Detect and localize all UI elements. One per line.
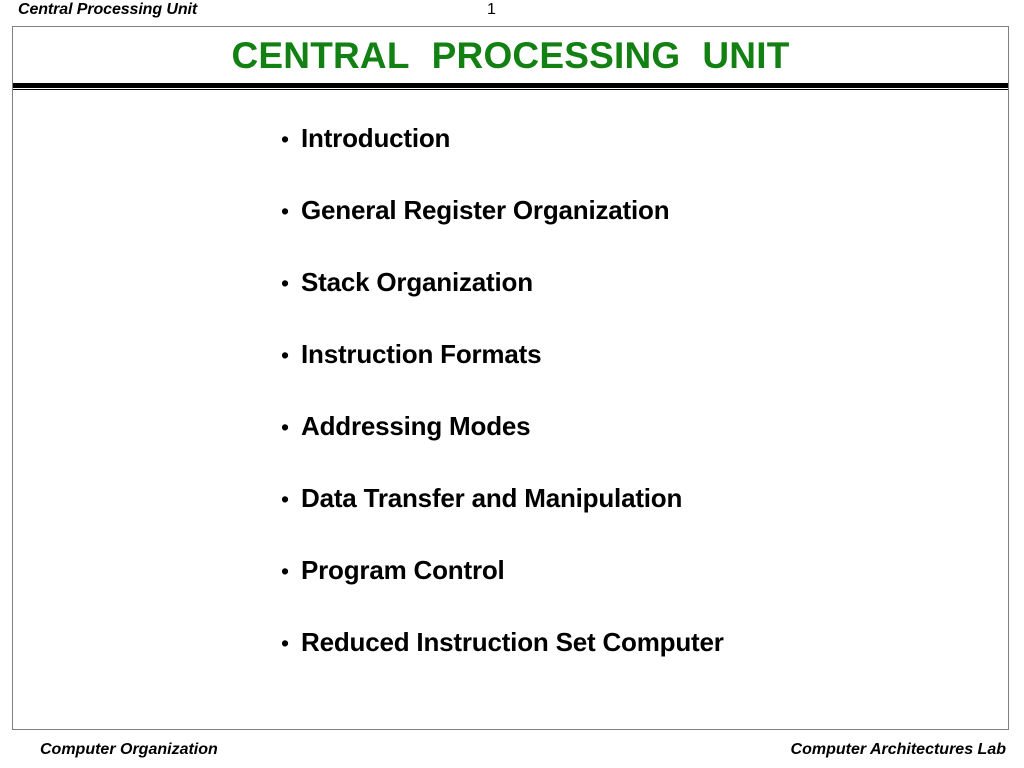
bullet-point-icon: • — [281, 486, 290, 512]
bullet-point-icon: • — [281, 270, 290, 296]
page-footer: Computer Organization Computer Architect… — [0, 737, 1024, 768]
list-item[interactable]: • General Register Organization — [281, 197, 1001, 269]
bullet-point-icon: • — [281, 414, 290, 440]
slide-title-area: CENTRAL PROCESSING UNIT — [13, 27, 1008, 84]
page-header: Central Processing Unit 1 — [0, 0, 1024, 26]
slide-title: CENTRAL PROCESSING UNIT — [231, 37, 789, 74]
bullet-point-icon: • — [281, 342, 290, 368]
list-item-label: Introduction — [301, 123, 451, 153]
bullet-point-icon: • — [281, 126, 290, 152]
bullet-point-icon: • — [281, 630, 290, 656]
list-item-label: Data Transfer and Manipulation — [301, 483, 683, 513]
list-item[interactable]: • Program Control — [281, 557, 1001, 629]
footer-lab-label: Computer Architectures Lab — [790, 741, 1006, 758]
page-number: 1 — [487, 1, 496, 18]
title-divider-rule — [13, 83, 1008, 91]
list-item[interactable]: • Instruction Formats — [281, 341, 1001, 413]
list-item[interactable]: • Data Transfer and Manipulation — [281, 485, 1001, 557]
bullet-point-icon: • — [281, 558, 290, 584]
title-divider-thick-line — [13, 83, 1008, 88]
slide-title-word-3: UNIT — [702, 35, 790, 76]
footer-course-label: Computer Organization — [40, 741, 218, 758]
list-item[interactable]: • Addressing Modes — [281, 413, 1001, 485]
list-item-label: Reduced Instruction Set Computer — [301, 627, 724, 657]
agenda-bullet-list: • Introduction • General Register Organi… — [281, 125, 1001, 701]
list-item[interactable]: • Introduction — [281, 125, 1001, 197]
list-item-label: Addressing Modes — [301, 411, 531, 441]
list-item[interactable]: • Reduced Instruction Set Computer — [281, 629, 1001, 701]
slide-frame: CENTRAL PROCESSING UNIT • Introduction • G… — [12, 26, 1009, 730]
running-title: Central Processing Unit — [18, 1, 198, 18]
list-item[interactable]: • Stack Organization — [281, 269, 1001, 341]
list-item-label: Program Control — [301, 555, 505, 585]
list-item-label: Instruction Formats — [301, 339, 542, 369]
slide-title-word-1: CENTRAL — [231, 35, 410, 76]
title-divider-thin-line — [13, 89, 1008, 90]
list-item-label: Stack Organization — [301, 267, 533, 297]
bullet-point-icon: • — [281, 198, 290, 224]
list-item-label: General Register Organization — [301, 195, 670, 225]
slide-title-word-2: PROCESSING — [431, 35, 681, 76]
